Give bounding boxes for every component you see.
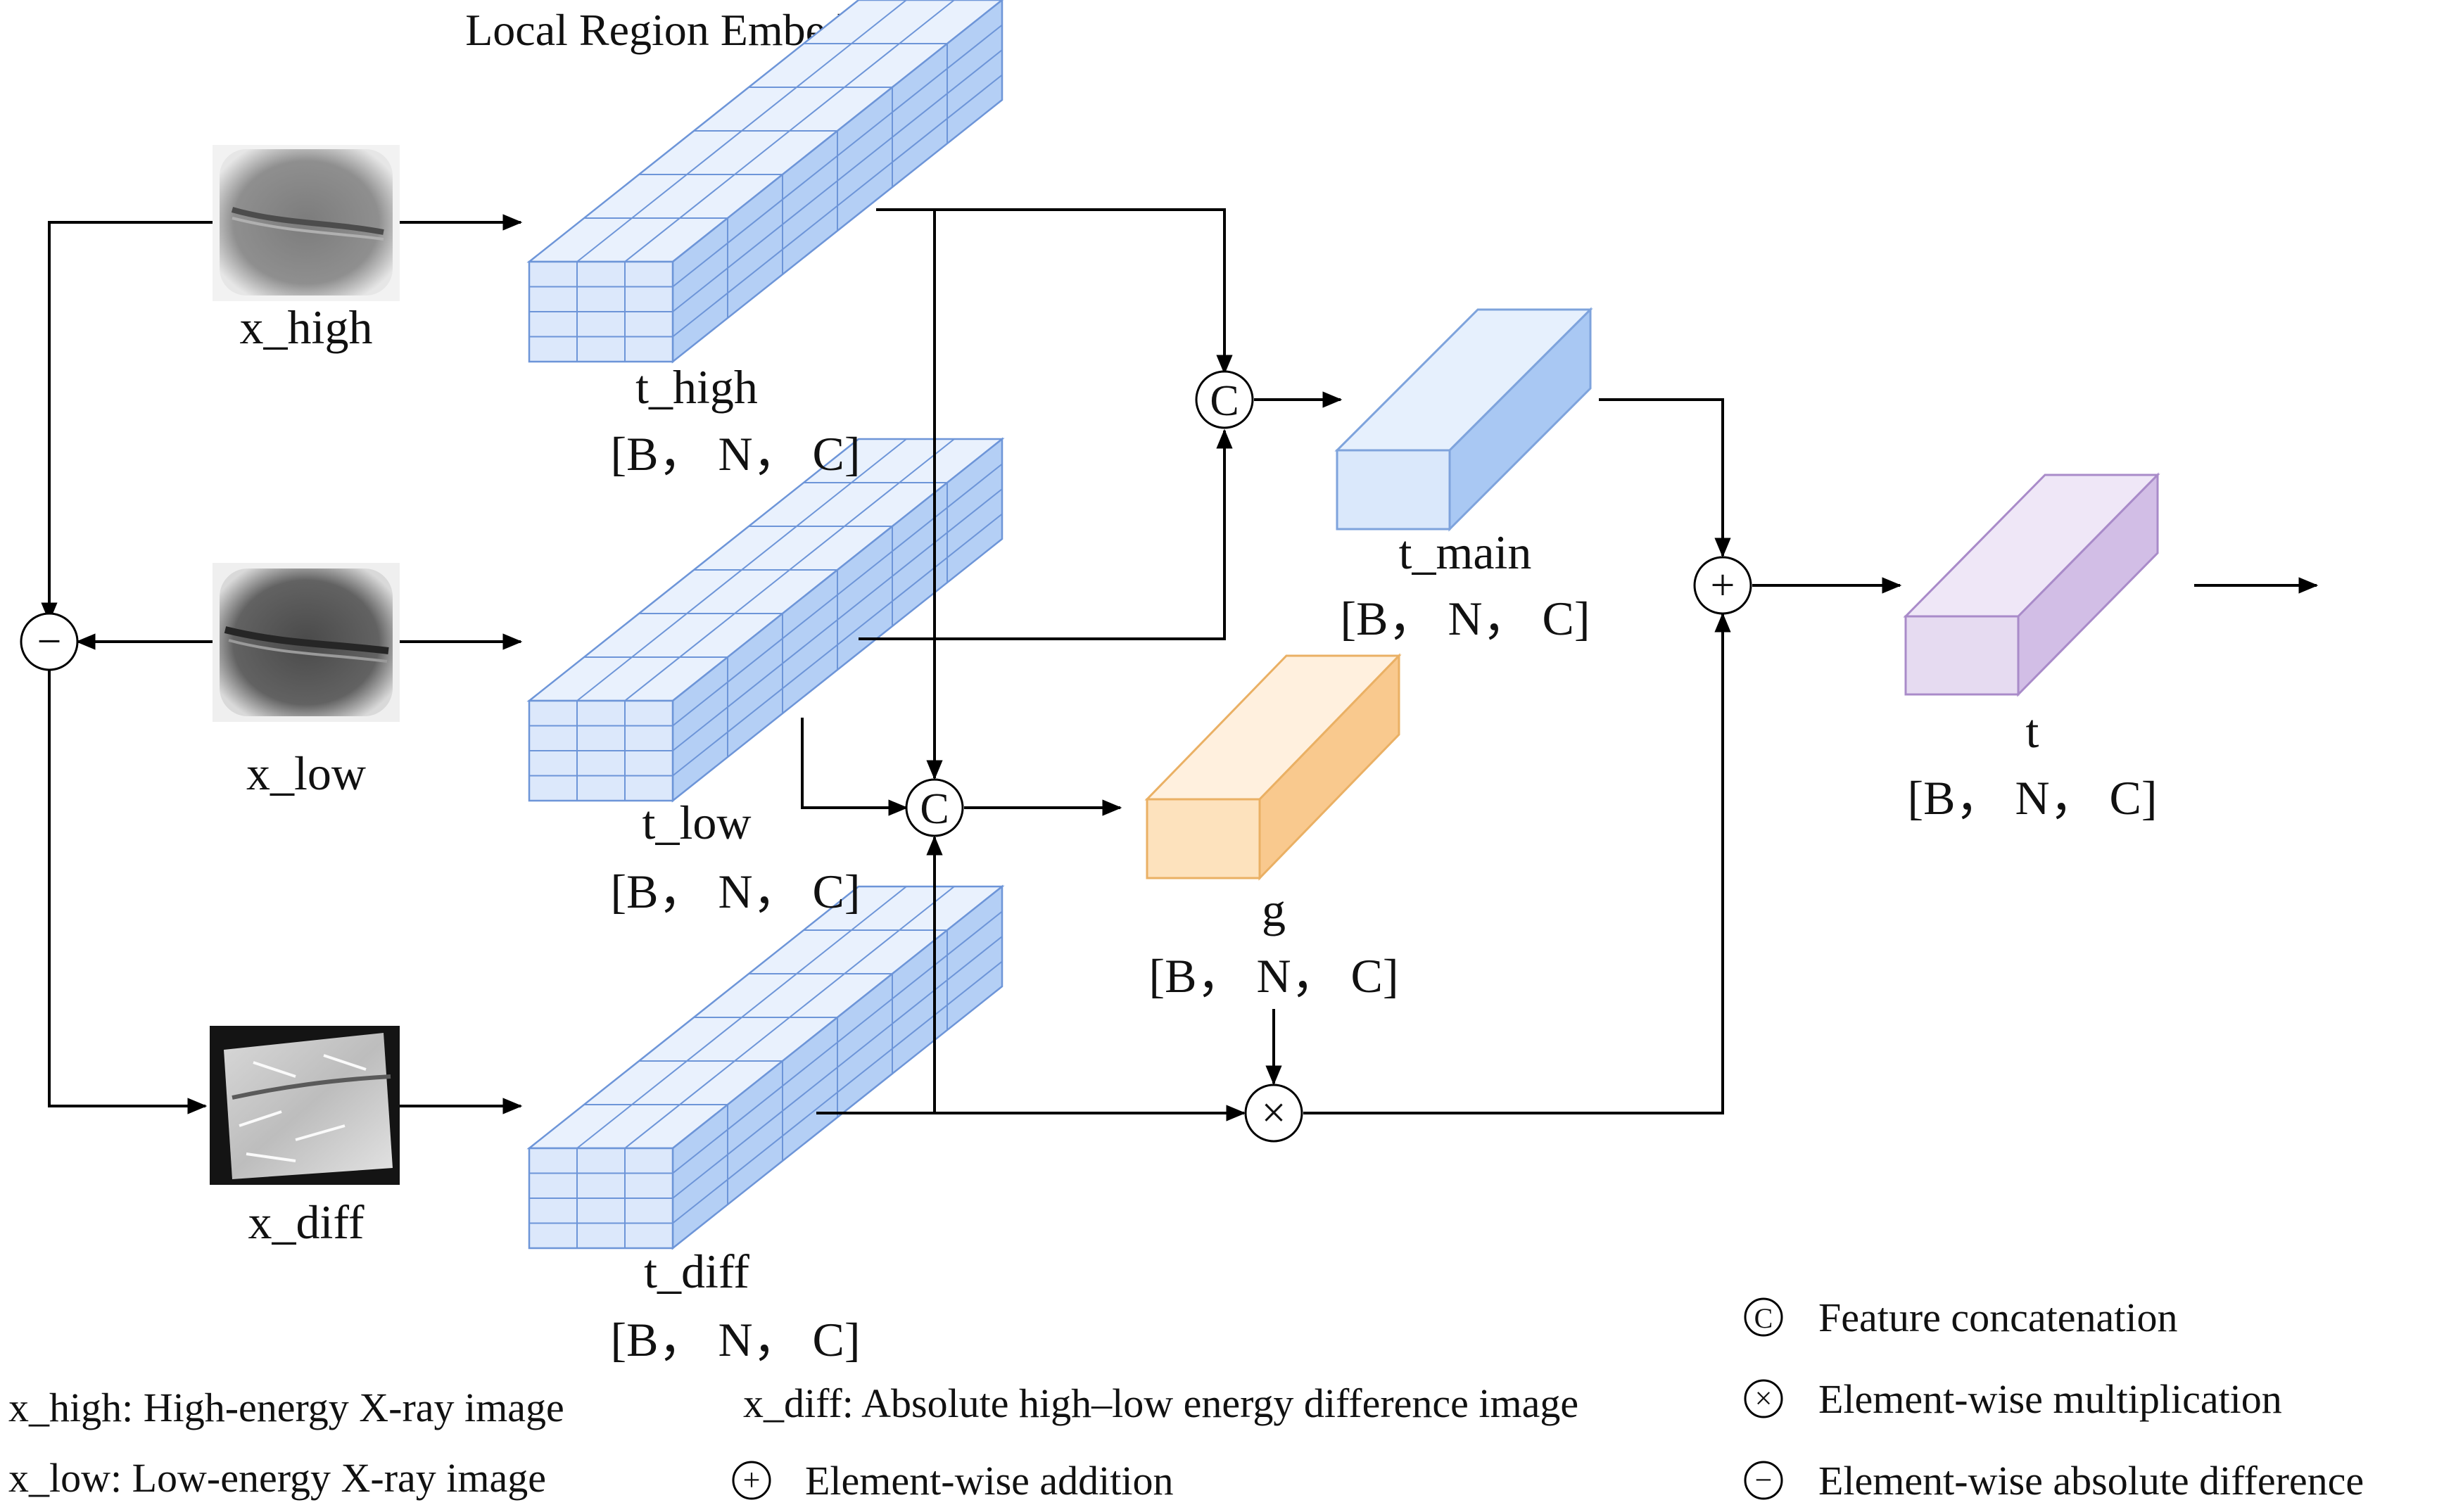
t-diff-label: t_diff xyxy=(644,1245,749,1298)
g-block xyxy=(1144,653,1402,881)
svg-text:×: × xyxy=(1755,1381,1773,1416)
t-output-label: t xyxy=(2026,704,2039,758)
concat-g-node: C xyxy=(905,778,964,837)
t-high-token-grid xyxy=(526,0,1004,364)
svg-text:+: + xyxy=(743,1463,761,1497)
t-high-label: t_high xyxy=(635,360,758,414)
concat-main-node: C xyxy=(1195,370,1254,429)
arrow-multiply-to-add xyxy=(1303,612,1731,1114)
legend-absdiff: Element-wise absolute difference xyxy=(1818,1458,2364,1504)
absdiff-node: − xyxy=(20,612,79,671)
legend-concat-icon: C xyxy=(1744,1297,1783,1337)
legend-concat: Feature concatenation xyxy=(1818,1295,2177,1340)
legend-add: Element-wise addition xyxy=(805,1458,1173,1504)
t-main-label: t_main xyxy=(1399,526,1532,579)
arrow-absdiff-to-x-diff xyxy=(48,670,208,1114)
g-label: g xyxy=(1262,883,1286,936)
arrow-t-high-to-concat-main xyxy=(876,208,1233,375)
concat-main-symbol: C xyxy=(1210,377,1239,425)
legend-multiply: Element-wise multiplication xyxy=(1818,1376,2282,1422)
arrow-x-high-to-absdiff xyxy=(41,221,213,623)
t-main-shape: [B， N， C] xyxy=(1340,592,1590,645)
t-high-shape: [B， N， C] xyxy=(610,427,860,481)
add-node: + xyxy=(1693,556,1752,615)
x-diff-image xyxy=(210,1026,400,1185)
t-output-block xyxy=(1903,472,2160,697)
t-output-shape: [B， N， C] xyxy=(1907,771,2157,825)
legend-x-low: x_low: Low-energy X-ray image xyxy=(8,1455,546,1501)
svg-text:−: − xyxy=(1755,1463,1773,1497)
legend-x-diff: x_diff: Absolute high–low energy differe… xyxy=(743,1380,1578,1426)
arrow-t-low-to-concat-g xyxy=(801,718,908,816)
add-symbol: + xyxy=(1711,561,1735,609)
t-low-token-grid xyxy=(526,437,1005,803)
legend-add-icon: + xyxy=(732,1461,771,1500)
arrow-t-low-to-concat-main xyxy=(859,428,1233,640)
arrow-t-main-to-add xyxy=(1599,398,1731,558)
x-low-image xyxy=(213,563,400,722)
connections xyxy=(41,208,2319,1122)
multiply-node: × xyxy=(1244,1084,1303,1143)
legend: x_high: High-energy X-ray image x_low: L… xyxy=(8,1295,2364,1504)
multiply-symbol: × xyxy=(1262,1089,1286,1137)
legend-x-high: x_high: High-energy X-ray image xyxy=(8,1385,564,1430)
x-high-image xyxy=(213,145,400,301)
x-high-label: x_high xyxy=(240,300,373,354)
concat-g-symbol: C xyxy=(920,785,949,833)
svg-text:C: C xyxy=(1754,1302,1773,1334)
legend-absdiff-icon: − xyxy=(1744,1461,1783,1500)
legend-multiply-icon: × xyxy=(1744,1379,1783,1418)
g-shape: [B， N， C] xyxy=(1148,949,1398,1003)
t-main-block xyxy=(1334,307,1593,532)
t-low-label: t_low xyxy=(642,796,752,849)
t-diff-token-grid xyxy=(526,884,1005,1250)
t-low-shape: [B， N， C] xyxy=(610,865,860,918)
absdiff-symbol: − xyxy=(37,618,62,666)
x-low-label: x_low xyxy=(246,747,366,800)
x-diff-label: x_diff xyxy=(248,1195,365,1249)
t-diff-shape: [B， N， C] xyxy=(610,1313,860,1366)
